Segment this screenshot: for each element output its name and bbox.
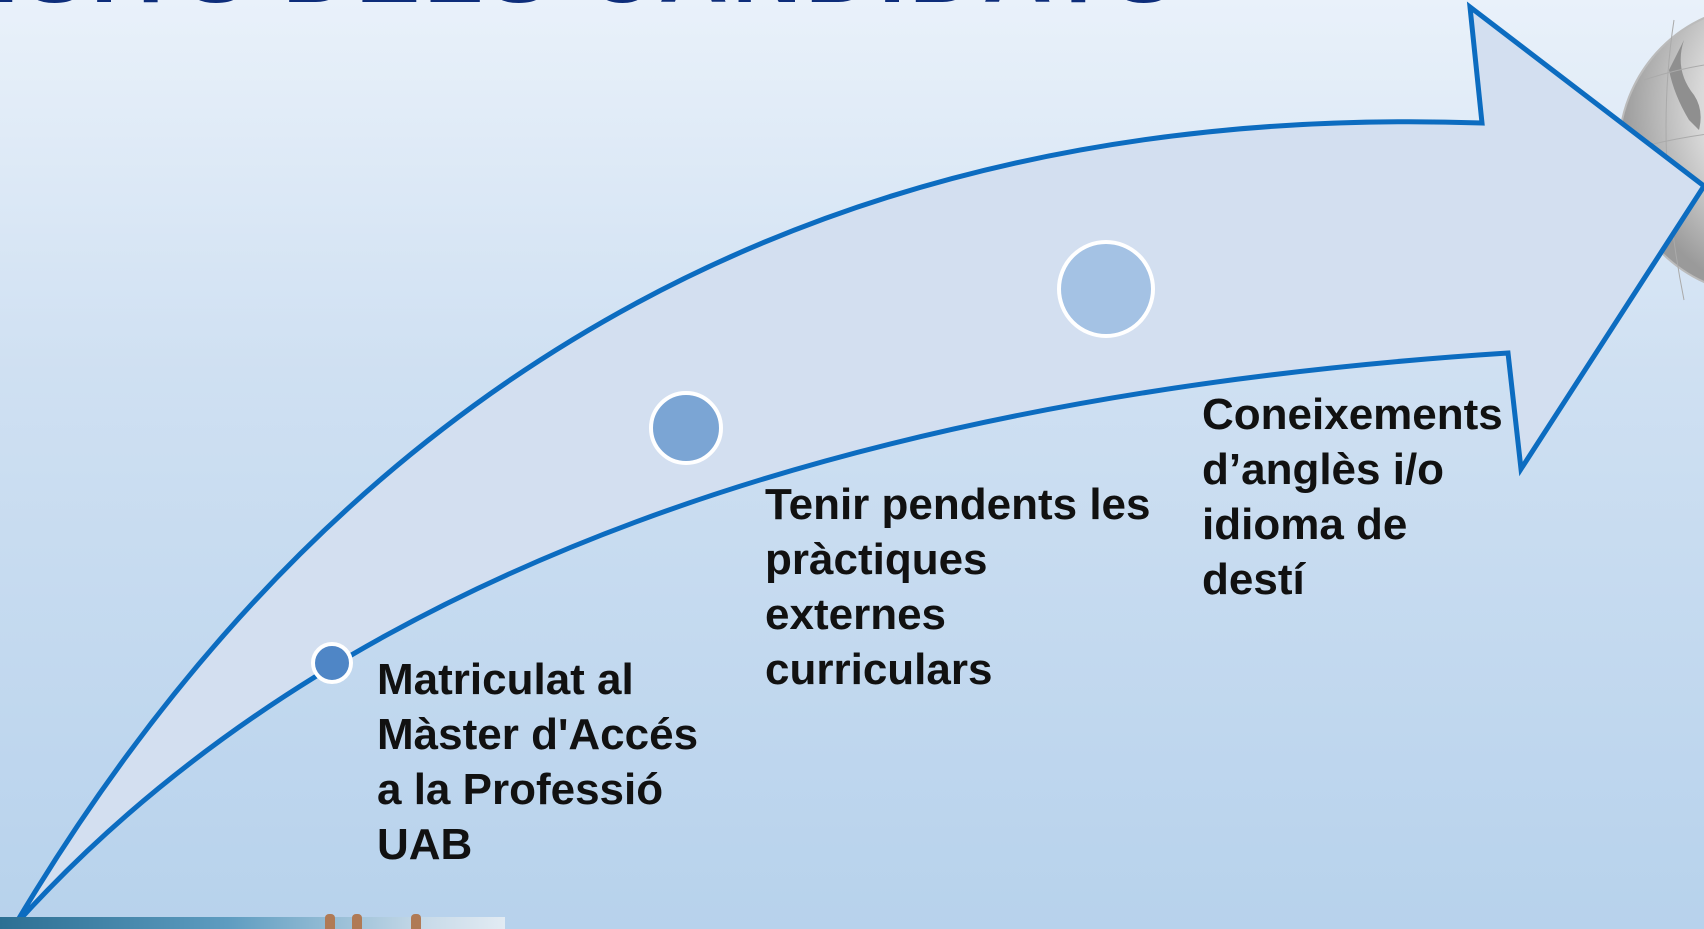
globe-land: [1669, 40, 1701, 130]
step-1-label: Matriculat al Màster d'Accés a la Profes…: [377, 655, 699, 869]
step-3-node: [1057, 240, 1155, 338]
bottom-photo-strip: [0, 914, 505, 929]
photo-figure: [352, 914, 362, 929]
slide-title: ISITS DELS CANDIDATS: [0, 0, 1704, 10]
photo-figure: [411, 914, 421, 929]
step-2-label: Tenir pendents les pràctiques externes c…: [765, 480, 1151, 694]
title-text: ISITS DELS CANDIDATS: [0, 0, 1180, 10]
arrow-shape: [12, 1, 1704, 927]
step-2-node: [649, 391, 723, 465]
step-1-node: [311, 642, 353, 684]
photo-figure: [325, 914, 335, 929]
title-svg: ISITS DELS CANDIDATS: [0, 0, 1180, 10]
step-3-label: Coneixements d’anglès i/o idioma de dest…: [1202, 390, 1503, 604]
